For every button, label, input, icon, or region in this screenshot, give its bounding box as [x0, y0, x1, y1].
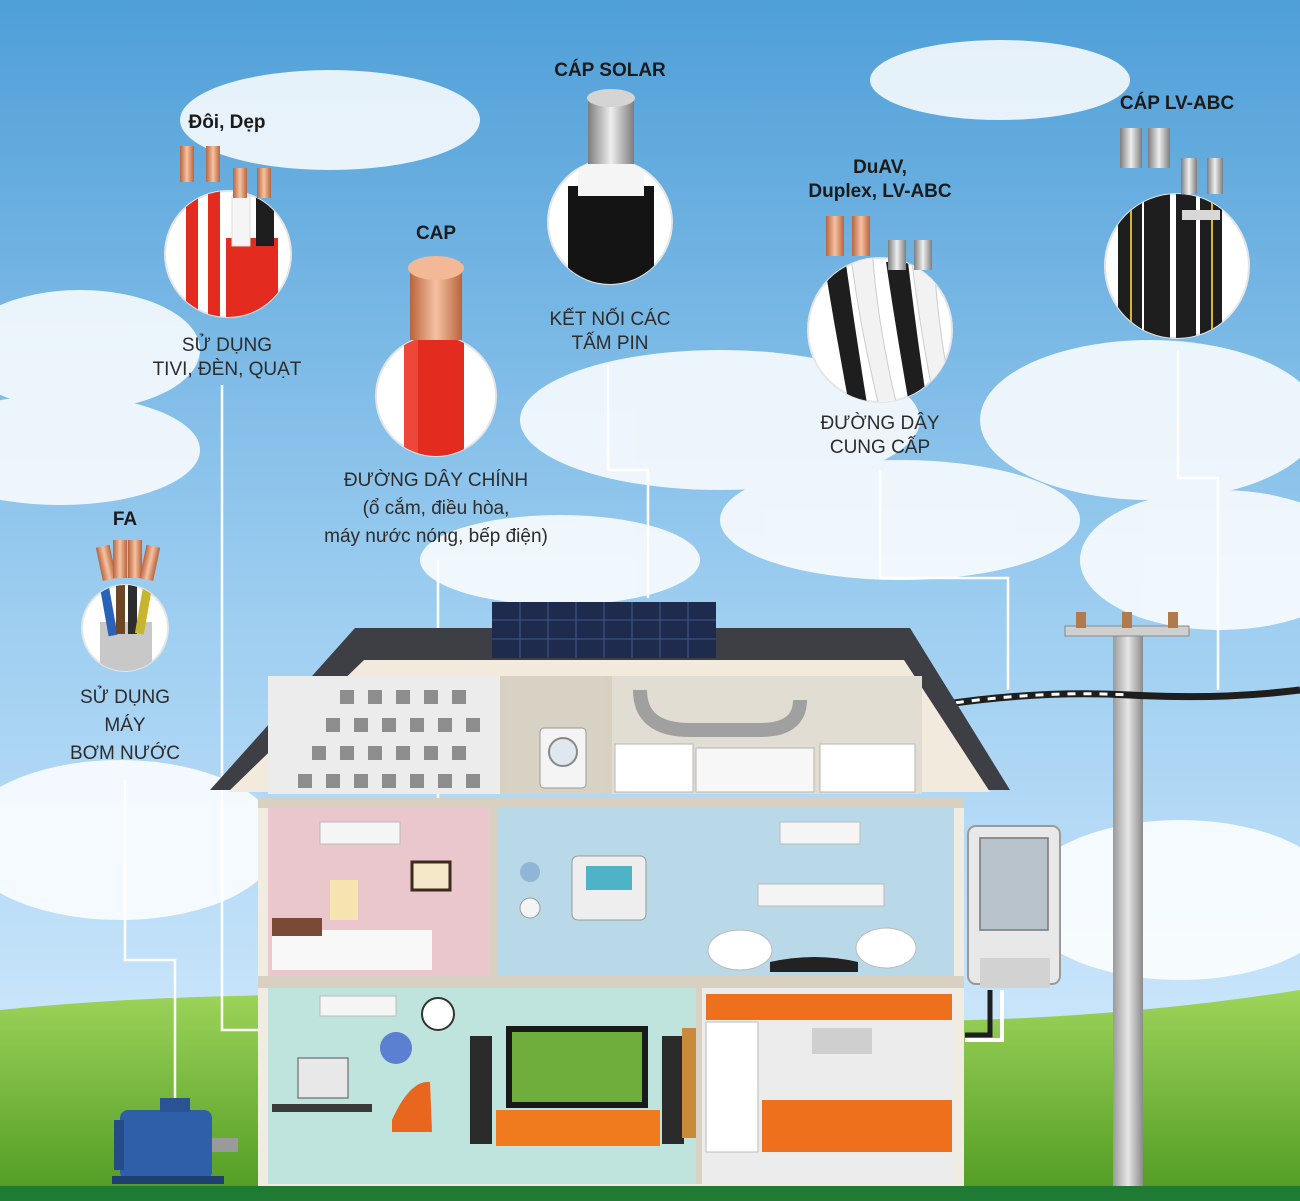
title-line: CAP	[415, 223, 457, 244]
title-line: CÁP LV-ABC	[1119, 93, 1235, 114]
cable-description-fa: SỬ DỤNG MÁY BƠM NƯỚC	[70, 684, 180, 768]
attic-ducts	[614, 743, 916, 793]
description-line: SỬ DỤNG	[181, 335, 273, 356]
cable-swatch-cap	[375, 256, 497, 457]
description-line: ĐƯỜNG DÂY CHÍNH	[343, 470, 529, 491]
house-cutaway	[210, 602, 1010, 1186]
service-cable	[939, 686, 1300, 709]
cable-swatch-lv-abc	[1104, 128, 1250, 339]
description-line: TẤM PIN	[571, 333, 649, 354]
description-line: MÁY	[104, 715, 146, 736]
description-line: KẾT NỐI CÁC	[549, 309, 671, 330]
cable-title-fa: FA	[113, 508, 137, 532]
description-line: máy nước nóng, bếp điện)	[324, 526, 548, 547]
title-line: Duplex, LV-ABC	[808, 181, 952, 202]
solar-panel	[492, 602, 716, 658]
cable-description-cap: ĐƯỜNG DÂY CHÍNH (ổ cắm, điều hòa, máy nư…	[324, 467, 548, 551]
utility-pole	[1064, 612, 1190, 1186]
cable-title-lv-abc: CÁP LV-ABC	[1120, 92, 1234, 116]
cable-description-doi-dep: SỬ DỤNG TIVI, ĐÈN, QUẠT	[153, 334, 302, 382]
cable-title-cap-solar: CÁP SOLAR	[554, 59, 666, 83]
cable-swatch-doi-dep	[164, 146, 292, 318]
cable-swatch-cap-solar	[547, 89, 673, 285]
cable-title-doi-dep: Đôi, Dẹp	[188, 111, 265, 135]
cable-title-cap: CAP	[416, 222, 456, 246]
description-line: BƠM NƯỚC	[69, 743, 181, 764]
cable-description-cap-solar: KẾT NỐI CÁC TẤM PIN	[549, 308, 670, 356]
title-line: CÁP SOLAR	[554, 60, 666, 81]
cable-title-duav: DuAV, Duplex, LV-ABC	[808, 156, 951, 204]
title-line: FA	[112, 509, 138, 530]
water-pump-motor	[112, 1098, 238, 1184]
description-line: CUNG CẤP	[829, 437, 931, 458]
description-line: TIVI, ĐÈN, QUẠT	[152, 359, 302, 380]
cable-description-duav: ĐƯỜNG DÂY CUNG CẤP	[820, 412, 939, 460]
attic-insulation-pattern	[298, 690, 480, 788]
clouds	[0, 40, 1300, 980]
footer-bar	[0, 1186, 1300, 1201]
title-line: Đôi, Dẹp	[188, 112, 266, 133]
title-line: DuAV,	[853, 157, 907, 178]
cable-swatch-fa	[81, 540, 169, 672]
electric-meter-box	[965, 825, 1061, 1042]
description-line: ĐƯỜNG DÂY	[820, 413, 940, 434]
description-line: SỬ DỤNG	[79, 687, 171, 708]
description-line: (ổ cắm, điều hòa,	[362, 498, 510, 519]
